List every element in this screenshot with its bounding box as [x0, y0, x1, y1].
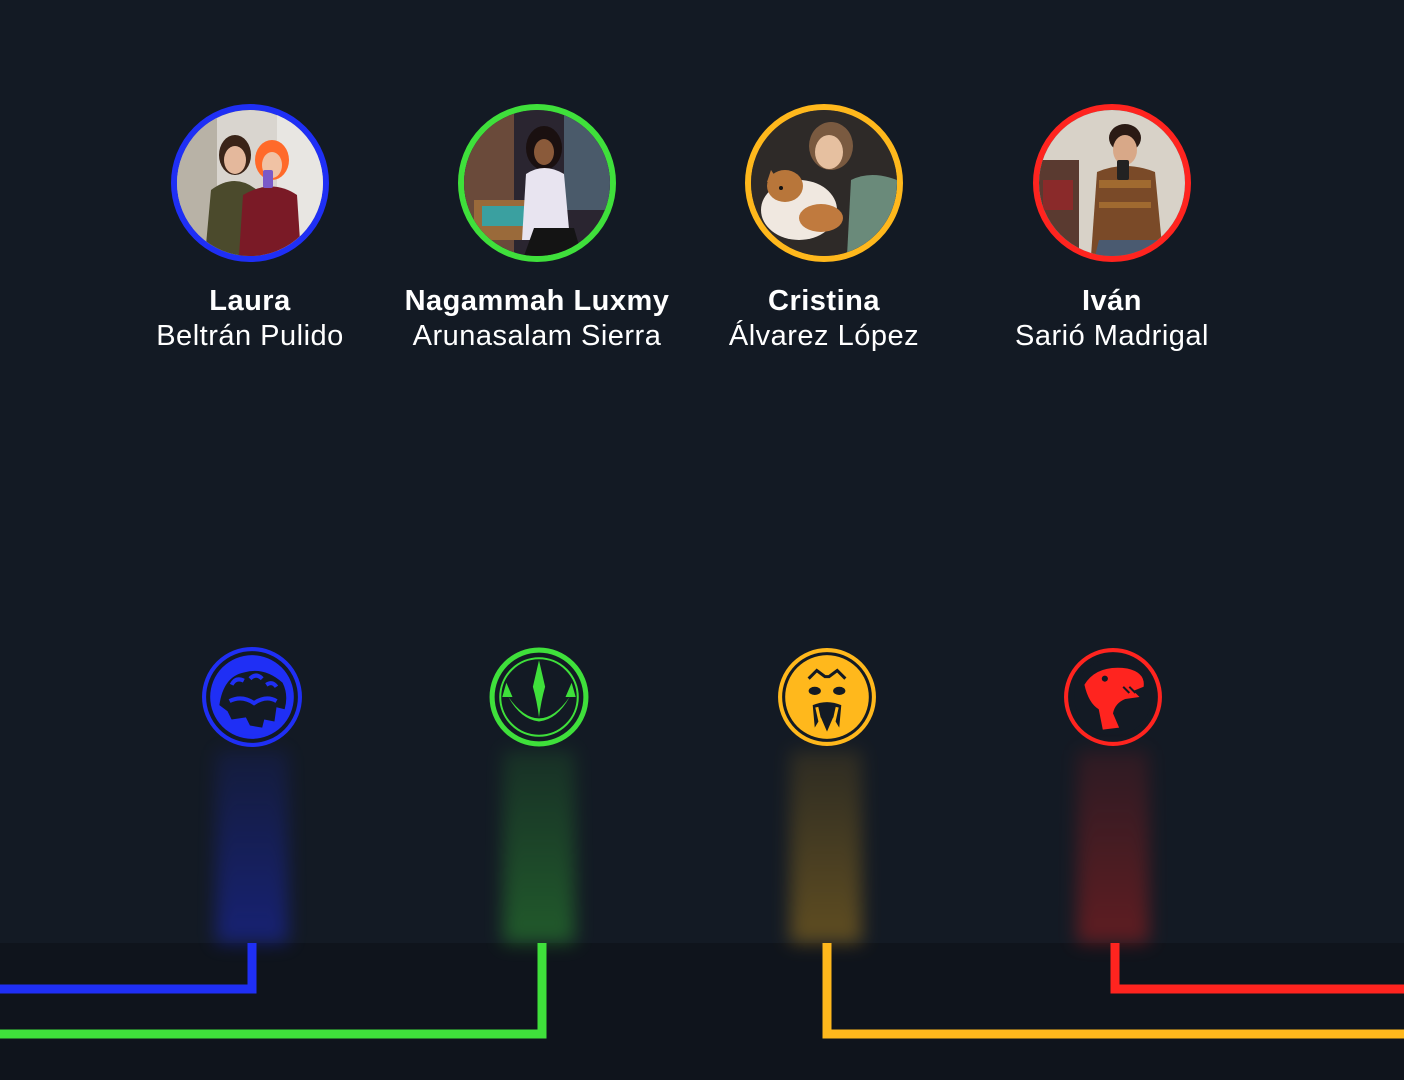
blue-glow	[216, 750, 288, 943]
dragonzord-coin-icon	[488, 646, 590, 748]
red-connector-line	[1110, 943, 1404, 994]
green-glow	[503, 750, 575, 943]
team-member-ivan: Iván Sarió Madrigal	[962, 104, 1262, 354]
member-last-name: Beltrán Pulido	[156, 320, 344, 352]
yellow-connector-line	[822, 943, 1404, 1039]
sabertooth-tiger-coin-icon	[776, 646, 878, 748]
member-first-name: Cristina	[768, 285, 880, 317]
blue-connector-line	[0, 943, 257, 994]
avatar	[458, 104, 616, 262]
avatar	[1033, 104, 1191, 262]
bottom-band	[0, 943, 1404, 1080]
avatar	[745, 104, 903, 262]
red-glow	[1077, 750, 1149, 943]
team-member-cristina: Cristina Álvarez López	[674, 104, 974, 354]
member-first-name: Iván	[1081, 285, 1143, 317]
mastodon-coin-icon	[201, 646, 303, 748]
member-first-name: Laura	[209, 285, 291, 317]
member-last-name: Álvarez López	[728, 320, 920, 352]
team-member-nagammah: Nagammah Luxmy Arunasalam Sierra	[387, 104, 687, 354]
member-last-name: Arunasalam Sierra	[412, 320, 662, 352]
tyrannosaurus-coin-icon	[1062, 646, 1164, 748]
green-connector-line	[0, 943, 547, 1039]
member-first-name: Nagammah Luxmy	[404, 285, 670, 317]
member-last-name: Sarió Madrigal	[1015, 320, 1209, 352]
yellow-glow	[790, 750, 862, 943]
team-member-laura: Laura Beltrán Pulido	[100, 104, 400, 354]
